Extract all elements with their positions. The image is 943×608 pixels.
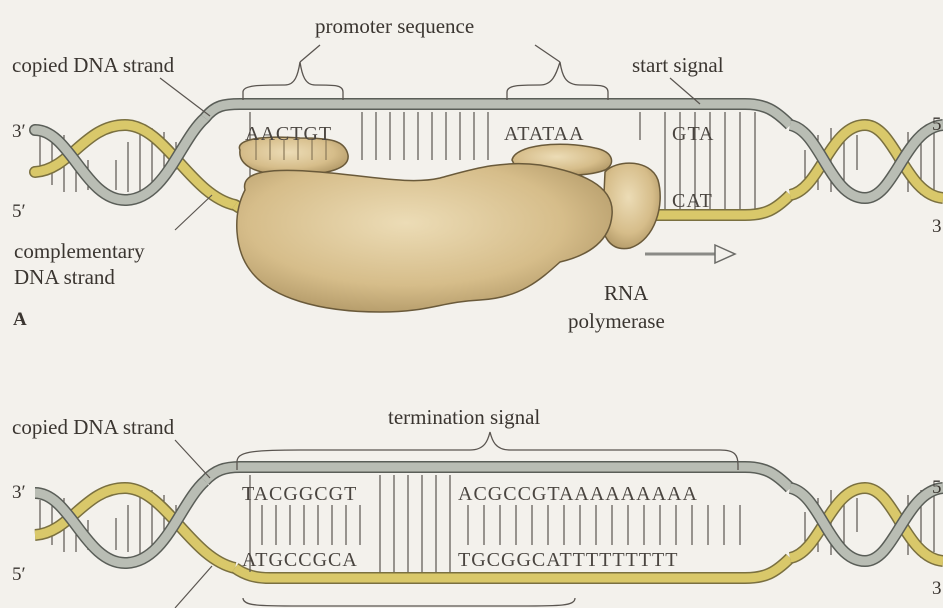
rna-polymerase-shape	[237, 137, 660, 312]
prime-5-left-a: 5′	[12, 201, 26, 222]
panel-a-label: A	[13, 309, 27, 330]
right-helix-a	[790, 125, 943, 198]
direction-arrow	[645, 245, 735, 263]
seq-bottom-term-2: TGCGGCATTTTTTTTT	[458, 549, 678, 571]
promoter-bracket-right	[507, 62, 608, 100]
panel-b: copied DNA strand termination signal 3′ …	[12, 405, 943, 608]
prime-3-right-b: 3	[932, 578, 942, 599]
complementary-label-line2: DNA strand	[14, 265, 115, 289]
complementary-label-line1: complementary	[14, 239, 145, 263]
seq-top-promoter-2: ATATAA	[504, 123, 585, 145]
seq-top-promoter-1: AACTGT	[245, 123, 332, 145]
prime-3-right-a: 3	[932, 216, 942, 237]
termination-signal-label: termination signal	[388, 405, 540, 429]
promoter-bracket	[243, 62, 343, 100]
seq-top-start: GTA	[672, 123, 715, 145]
panel-a: copied DNA strand promoter sequence star…	[12, 14, 943, 333]
rna-polymerase-label-line1: RNA	[604, 281, 649, 305]
complementary-leader-b	[175, 566, 212, 608]
promoter-leader-left	[300, 45, 320, 62]
seq-bottom-term-1: ATGCCGCA	[242, 549, 358, 571]
rna-polymerase-label-line2: polymerase	[568, 309, 665, 333]
prime-3-left-a: 3′	[12, 121, 26, 142]
copied-strand-label-b: copied DNA strand	[12, 415, 175, 439]
start-signal-label: start signal	[632, 53, 724, 77]
seq-top-term-1: TACGGCGT	[242, 483, 357, 505]
prime-3-left-b: 3′	[12, 482, 26, 503]
left-helix-a	[35, 118, 235, 205]
complementary-leader	[175, 195, 212, 230]
prime-5-right-b: 5	[932, 477, 942, 498]
copied-strand-leader-a	[160, 78, 210, 116]
lower-bracket	[243, 598, 575, 606]
promoter-leader-right	[535, 45, 560, 62]
right-helix-b	[790, 488, 943, 561]
promoter-sequence-label: promoter sequence	[315, 14, 474, 38]
copied-strand-leader-b	[175, 440, 210, 478]
left-helix-b	[35, 481, 235, 568]
seq-bottom-start: CAT	[672, 190, 713, 212]
copied-strand-label-a: copied DNA strand	[12, 53, 175, 77]
prime-5-left-b: 5′	[12, 564, 26, 585]
seq-top-term-2: ACGCCGTAAAAAAAAA	[458, 483, 698, 505]
prime-5-right-a: 5	[932, 114, 942, 135]
